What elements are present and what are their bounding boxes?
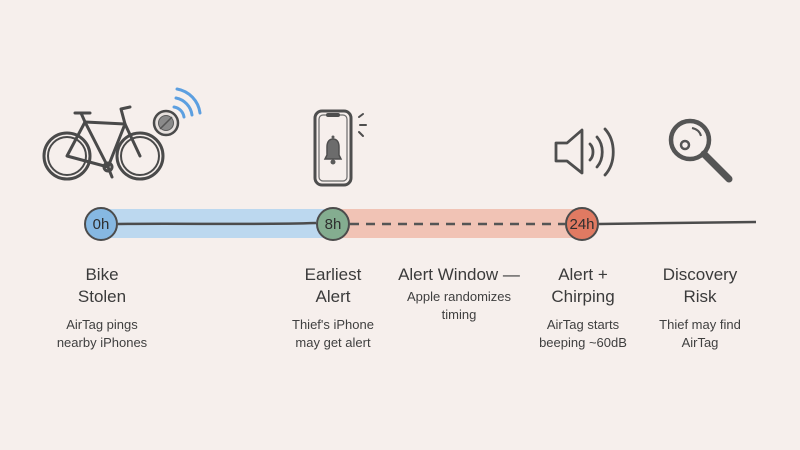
milestone-title: Earliest Alert: [304, 265, 362, 306]
milestone-description: AirTag starts beeping ~60dB: [539, 317, 627, 350]
magnifying-glass-icon: [668, 118, 733, 183]
milestone-description: Apple randomizes timing: [406, 289, 512, 322]
milestone-earliest-alert: Earliest Alert Thief's iPhone may get al…: [292, 264, 374, 352]
node-24h-label: 24h: [569, 215, 595, 233]
node-0h-label: 0h: [92, 215, 110, 233]
milestone-title: Bike Stolen: [77, 265, 127, 306]
milestone-alert-window: Alert Window — Apple randomizes timing: [398, 264, 520, 324]
node-24h: 24h: [565, 207, 599, 241]
milestone-title: Alert Window —: [398, 265, 520, 284]
milestone-title: Discovery Risk: [662, 265, 738, 306]
milestone-title: Alert + Chirping: [551, 265, 615, 306]
node-0h: 0h: [84, 207, 118, 241]
node-8h: 8h: [316, 207, 350, 241]
milestone-description: Thief's iPhone may get alert: [292, 317, 374, 350]
node-8h-label: 8h: [324, 215, 342, 233]
milestone-alert-chirping: Alert + Chirping AirTag starts beeping ~…: [539, 264, 627, 352]
milestone-description: AirTag pings nearby iPhones: [56, 317, 148, 350]
phone-bell-icon: [313, 109, 367, 187]
bicycle-with-airtag-icon: [42, 87, 202, 181]
speaker-sound-icon: [554, 127, 615, 177]
milestone-description: Thief may find AirTag: [659, 317, 741, 350]
milestone-discovery-risk: Discovery Risk Thief may find AirTag: [659, 264, 741, 352]
milestone-bike-stolen: Bike Stolen AirTag pings nearby iPhones: [57, 264, 147, 352]
